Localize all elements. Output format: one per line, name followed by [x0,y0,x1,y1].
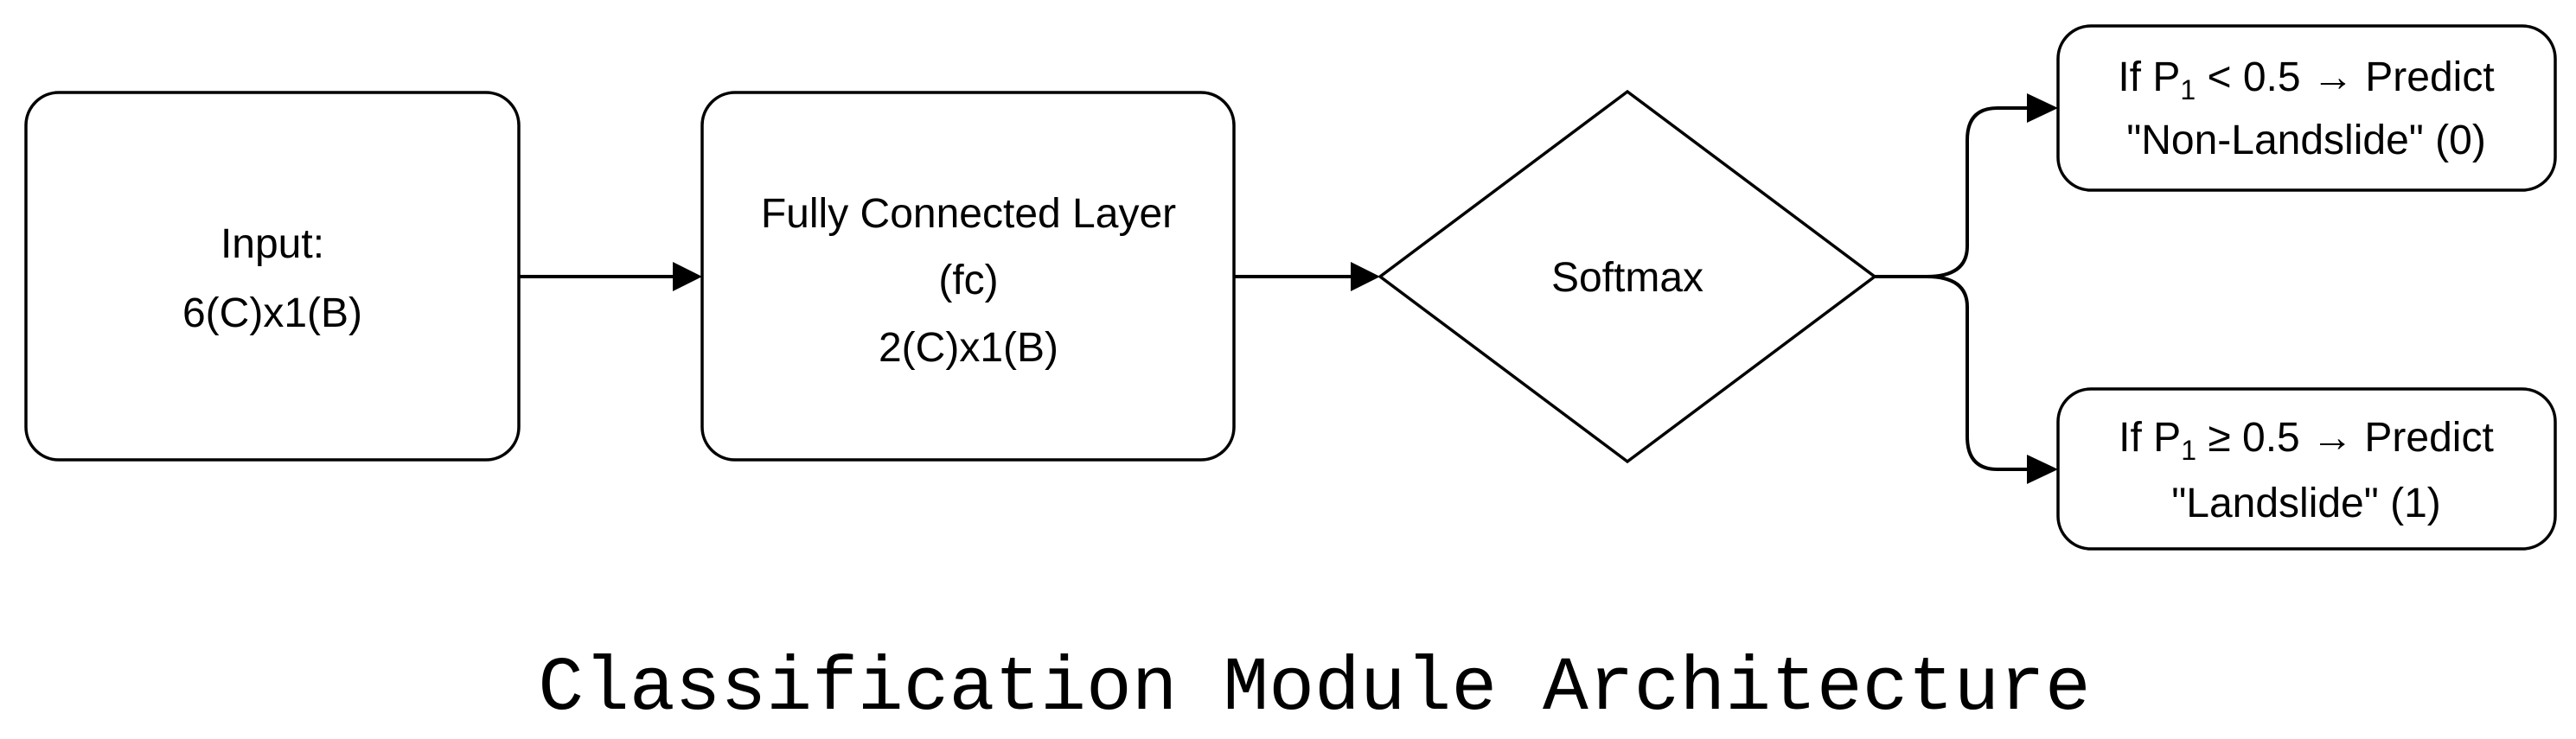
fc-layer-abbrev: (fc) [938,258,998,303]
landslide-condition: If P1 ≥ 0.5 → Predict [2119,415,2494,466]
fc-layer-node: Fully Connected Layer (fc) 2(C)x1(B) [700,91,1236,462]
arrow-fc-to-softmax [1234,262,1380,291]
fc-layer-shape: 2(C)x1(B) [879,325,1058,371]
non-landslide-prediction: "Non-Landslide" (0) [2126,118,2486,163]
branch-connector [1875,93,2058,484]
softmax-node: Softmax [1377,89,1877,464]
input-node-label: Input: [221,221,324,267]
softmax-label: Softmax [1551,255,1703,301]
input-node-shape: 6(C)x1(B) [182,290,362,336]
diagram-title: Classification Module Architecture [538,647,2091,732]
non-landslide-condition: If P1 < 0.5 → Predict [2118,54,2494,105]
input-node: Input: 6(C)x1(B) [24,91,521,462]
fc-layer-title: Fully Connected Layer [761,191,1176,237]
arrow-input-to-fc [519,262,702,291]
landslide-prediction: "Landslide" (1) [2171,481,2441,526]
non-landslide-output-node: If P1 < 0.5 → Predict "Non-Landslide" (0… [2056,24,2557,192]
landslide-output-node: If P1 ≥ 0.5 → Predict "Landslide" (1) [2056,387,2557,551]
